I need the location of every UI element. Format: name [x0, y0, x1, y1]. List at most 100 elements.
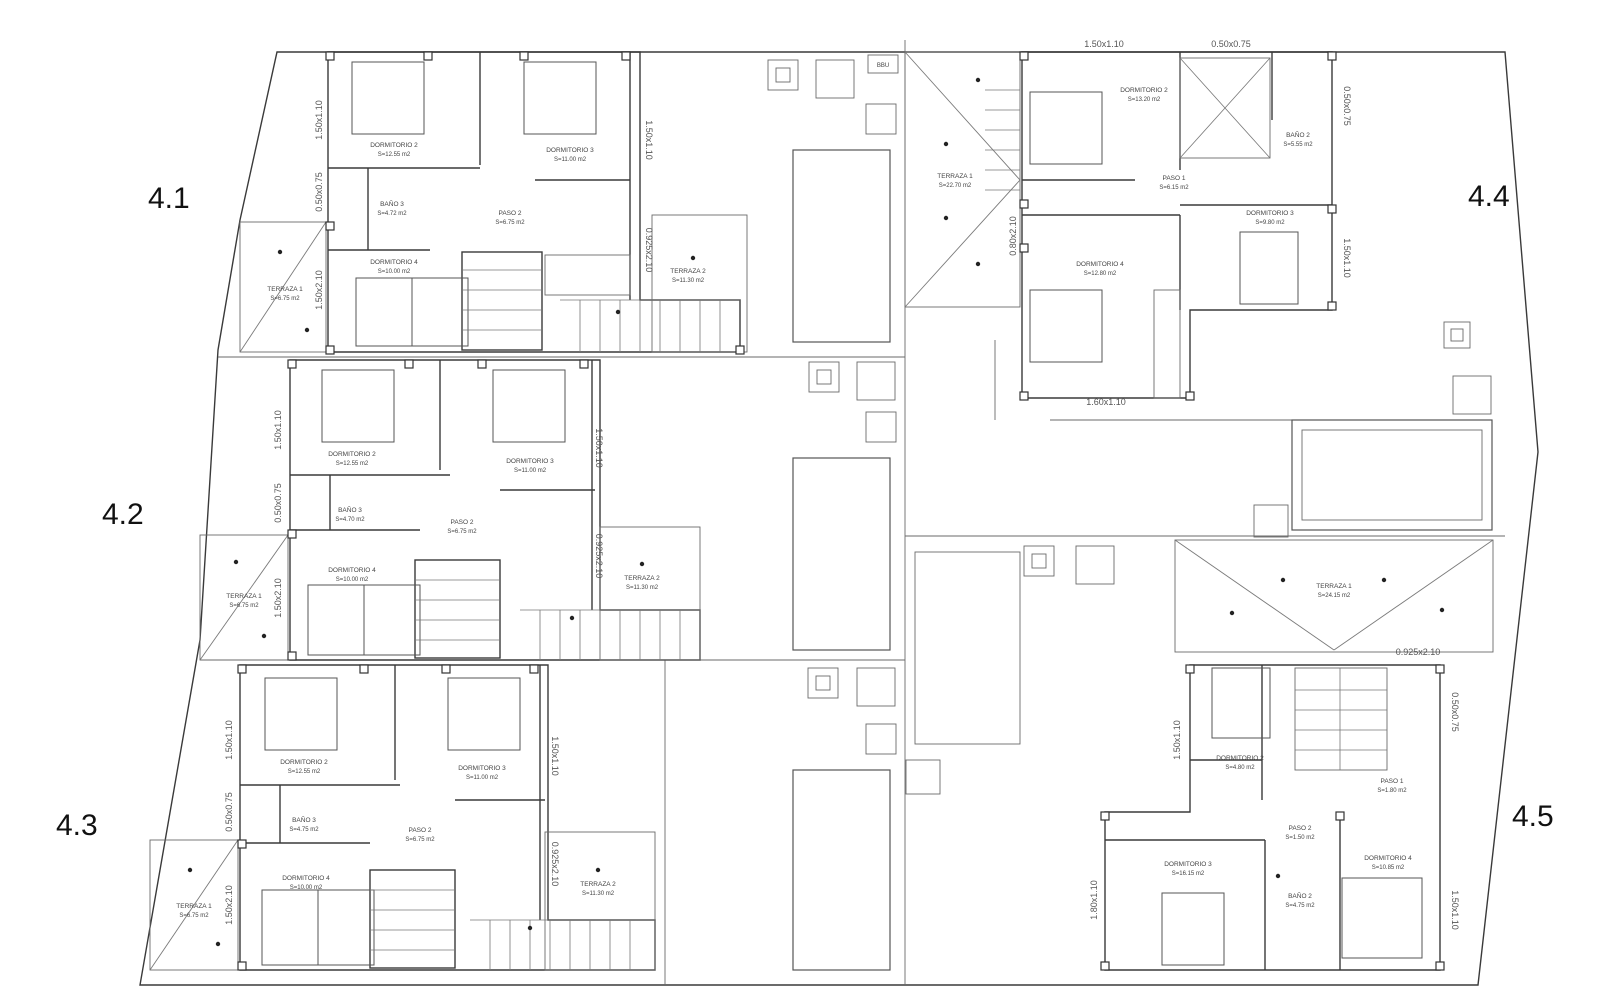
- room-area: S=12.80 m2: [1084, 271, 1117, 277]
- room-name: DORMITORIO 3: [1246, 210, 1294, 217]
- window-dimension: 1.50x2.10: [273, 578, 283, 618]
- room-name: DORMITORIO 3: [458, 765, 506, 772]
- room-name: PASO 1: [1162, 175, 1185, 182]
- service-label: BBU: [877, 63, 889, 69]
- room-name: DORMITORIO 4: [370, 259, 418, 266]
- door-dimension: 0.925x2.10: [644, 228, 654, 273]
- window-dimension: 1.50x1.10: [550, 736, 560, 776]
- room-area: S=4.75 m2: [1285, 903, 1315, 909]
- room-area: S=4.80 m2: [1225, 765, 1255, 771]
- room-area: S=16.15 m2: [1172, 871, 1205, 877]
- room-name: DORMITORIO 2: [328, 451, 376, 458]
- room-area: S=5.55 m2: [1283, 142, 1313, 148]
- room-area: S=10.00 m2: [378, 269, 411, 275]
- unit-4-4-plan: [904, 51, 1493, 538]
- window-dimension: 1.50x1.10: [1342, 238, 1352, 278]
- room-name: DORMITORIO 2: [280, 759, 328, 766]
- room-labels-4-4: TERRAZA 1 S=22.70 m2 DORMITORIO 2 S=13.2…: [877, 39, 1352, 407]
- unit-label-4-4: 4.4: [1468, 180, 1510, 213]
- room-name: DORMITORIO 3: [506, 458, 554, 465]
- room-area: S=24.15 m2: [1318, 593, 1351, 599]
- unit-label-4-3: 4.3: [56, 809, 98, 842]
- room-labels-4-5: TERRAZA 1 S=24.15 m2 DORMITORIO 2 S=4.80…: [1089, 583, 1460, 930]
- room-name: DORMITORIO 4: [1076, 261, 1124, 268]
- room-area: S=11.30 m2: [626, 585, 659, 591]
- window-dimension: 1.50x1.10: [314, 100, 324, 140]
- room-name: DORMITORIO 3: [546, 147, 594, 154]
- room-area: S=4.75 m2: [289, 827, 319, 833]
- door-dimension: 0.80x2.10: [1008, 216, 1018, 256]
- unit-label-4-1: 4.1: [148, 182, 190, 215]
- room-area: S=6.75 m2: [270, 296, 300, 302]
- room-name: BAÑO 2: [1286, 130, 1310, 139]
- room-area: S=1.50 m2: [1285, 835, 1315, 841]
- room-area: S=6.15 m2: [1159, 185, 1189, 191]
- window-dimension: 0.50x0.75: [224, 792, 234, 832]
- room-area: S=12.55 m2: [378, 152, 411, 158]
- room-name: PASO 2: [450, 519, 473, 526]
- room-name: DORMITORIO 4: [1364, 855, 1412, 862]
- room-labels-4-3: DORMITORIO 2 S=12.55 m2 DORMITORIO 3 S=1…: [176, 720, 616, 925]
- room-area: S=11.30 m2: [672, 278, 705, 284]
- room-area: S=22.70 m2: [939, 183, 972, 189]
- room-name: PASO 1: [1380, 778, 1403, 785]
- room-area: S=6.75 m2: [229, 603, 259, 609]
- room-area: S=11.30 m2: [582, 891, 615, 897]
- room-name: TERRAZA 1: [226, 593, 262, 600]
- room-name: TERRAZA 2: [624, 575, 660, 582]
- room-area: S=6.75 m2: [495, 220, 525, 226]
- room-name: TERRAZA 2: [580, 881, 616, 888]
- room-area: S=13.20 m2: [1128, 97, 1161, 103]
- room-name: BAÑO 3: [380, 199, 404, 208]
- room-area: S=11.00 m2: [514, 468, 547, 474]
- window-dimension: 1.50x1.10: [1084, 39, 1124, 49]
- room-area: S=10.00 m2: [336, 577, 369, 583]
- window-dimension: 1.50x1.10: [1172, 720, 1182, 760]
- window-dimension: 1.50x1.10: [644, 120, 654, 160]
- room-name: BAÑO 2: [1288, 891, 1312, 900]
- window-dimension: 0.50x0.75: [1450, 692, 1460, 732]
- room-area: S=9.80 m2: [1255, 220, 1285, 226]
- window-dimension: 0.50x0.75: [1342, 86, 1352, 126]
- room-area: S=11.00 m2: [554, 157, 587, 163]
- room-name: TERRAZA 1: [1316, 583, 1352, 590]
- room-area: S=11.00 m2: [466, 775, 499, 781]
- window-dimension: 0.50x0.75: [314, 172, 324, 212]
- room-name: DORMITORIO 2: [370, 142, 418, 149]
- room-name: DORMITORIO 4: [282, 875, 330, 882]
- door-dimension: 0.925x2.10: [1396, 647, 1441, 657]
- window-dimension: 1.50x1.10: [224, 720, 234, 760]
- window-dimension: 1.50x2.10: [314, 270, 324, 310]
- room-name: TERRAZA 1: [937, 173, 973, 180]
- room-name: DORMITORIO 2: [1120, 87, 1168, 94]
- room-name: BAÑO 3: [338, 505, 362, 514]
- door-dimension: 0.925x2.10: [594, 534, 604, 579]
- room-area: S=6.75 m2: [447, 529, 477, 535]
- room-name: TERRAZA 1: [267, 286, 303, 293]
- room-area: S=4.72 m2: [377, 211, 407, 217]
- room-labels-4-2: DORMITORIO 2 S=12.55 m2 DORMITORIO 3 S=1…: [226, 410, 660, 618]
- room-name: DORMITORIO 4: [328, 567, 376, 574]
- room-area: S=10.00 m2: [290, 885, 323, 891]
- room-area: S=1.80 m2: [1377, 788, 1407, 794]
- room-name: DORMITORIO 2: [1216, 755, 1264, 762]
- unit-4-5-plan: [905, 539, 1494, 971]
- window-dimension: 1.50x1.10: [1450, 890, 1460, 930]
- room-area: S=4.70 m2: [335, 517, 365, 523]
- pool-column: [767, 54, 899, 971]
- room-area: S=12.55 m2: [288, 769, 321, 775]
- room-name: DORMITORIO 3: [1164, 861, 1212, 868]
- room-area: S=6.75 m2: [179, 913, 209, 919]
- room-name: TERRAZA 1: [176, 903, 212, 910]
- window-dimension: 0.50x0.75: [273, 483, 283, 523]
- window-dimension: 1.60x1.10: [1086, 397, 1126, 407]
- window-dimension: 0.50x0.75: [1211, 39, 1251, 49]
- window-dimension: 1.50x1.10: [273, 410, 283, 450]
- door-dimension: 0.925x2.10: [550, 842, 560, 887]
- room-name: PASO 2: [1288, 825, 1311, 832]
- unit-label-4-2: 4.2: [102, 498, 144, 531]
- room-name: BAÑO 3: [292, 815, 316, 824]
- unit-label-4-5: 4.5: [1512, 800, 1554, 833]
- room-name: PASO 2: [408, 827, 431, 834]
- window-dimension: 1.50x1.10: [594, 428, 604, 468]
